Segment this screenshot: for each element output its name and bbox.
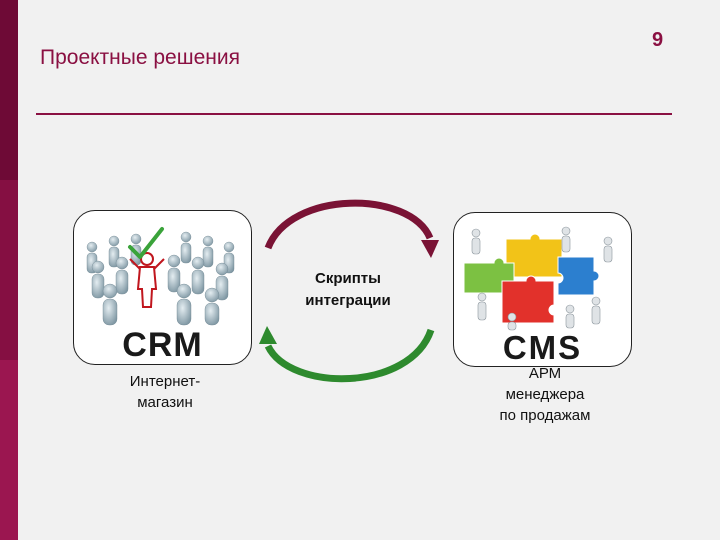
right-caption-line2: менеджера xyxy=(505,386,585,403)
left-caption: Интернет- магазин xyxy=(100,371,230,413)
top-curved-arrow xyxy=(264,199,434,250)
top-arrow-head xyxy=(421,240,439,258)
left-accent-segment xyxy=(0,0,18,180)
bottom-curved-arrow xyxy=(264,328,435,383)
integration-label-line1: Скрипты xyxy=(315,270,381,287)
cms-card: CMS xyxy=(453,212,632,367)
title-divider xyxy=(36,113,672,115)
left-accent-bar xyxy=(0,0,18,540)
puzzle-team-illustration xyxy=(463,226,613,331)
crm-card: CRM xyxy=(73,210,252,365)
left-caption-line1: Интернет- xyxy=(129,373,201,390)
slide-title: Проектные решения xyxy=(40,46,240,69)
integration-label-line2: интеграции xyxy=(305,292,391,309)
right-caption: АРМ менеджера по продажам xyxy=(470,363,620,426)
cms-logo: CMS xyxy=(502,329,583,366)
integration-scripts-label: Скрипты интеграции xyxy=(283,268,413,312)
page-number: 9 xyxy=(652,29,664,51)
crm-logo: CRM xyxy=(122,326,203,364)
left-caption-line2: магазин xyxy=(137,394,193,411)
bottom-arrow-head xyxy=(259,326,277,344)
right-caption-line1: АРМ xyxy=(528,365,562,382)
right-caption-line3: по продажам xyxy=(499,407,591,424)
left-accent-segment xyxy=(0,360,18,540)
left-accent-segment xyxy=(0,180,18,360)
crm-people-illustration xyxy=(86,227,235,326)
